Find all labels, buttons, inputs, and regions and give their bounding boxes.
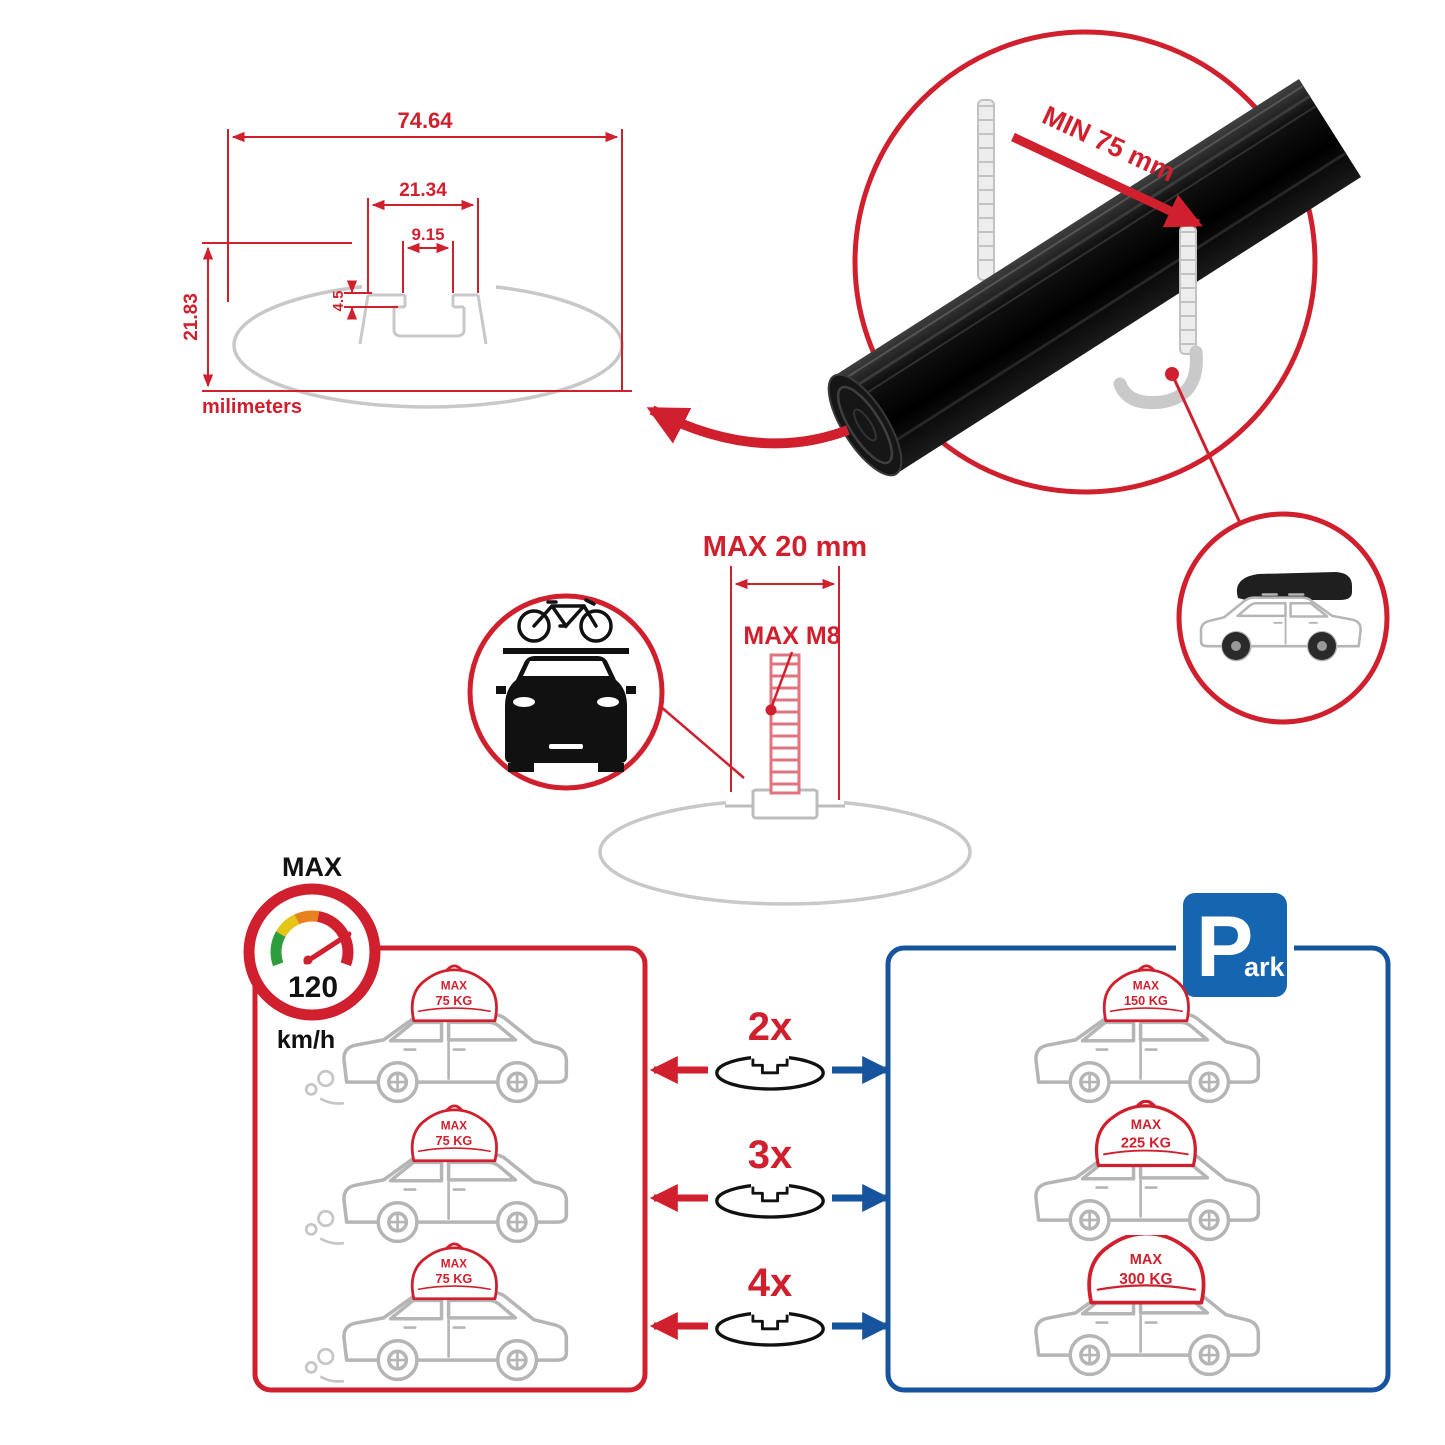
parking-sign-rest: ark [1244,952,1286,982]
exhaust-puffs-icon [304,1209,345,1245]
suv-wheels-dark [1222,632,1336,660]
ubolt-right-post-icon [1113,225,1203,410]
dim-width-label: 74.64 [397,108,453,133]
crossbar-count-icon [715,1306,825,1347]
exhaust-puffs-icon [304,1069,345,1105]
bag-load-label: 150 KG [1124,993,1168,1008]
parked-car-row-2: MAX 225 KG [1034,1100,1261,1242]
speed-limit-badge: MAX 120 km/h [243,852,381,1054]
dim-height-label: 21.83 [181,293,202,341]
crossbar-endcap [827,373,903,477]
crossbar-icon [827,79,1361,477]
bag-max-label: MAX [1131,1117,1161,1132]
bag-load-label: 225 KG [1121,1135,1171,1151]
crossbar-count-icon [715,1178,825,1219]
ubolt-hook-icon [1113,345,1203,410]
exhaust-puffs-icon [304,1347,345,1383]
bike-icon [517,598,613,643]
parking-sign-p: P [1196,899,1253,995]
speedometer-icon [243,883,381,1021]
bag-load-label: 75 KG [436,1133,473,1148]
dimension-lines [202,129,632,392]
zoom-circle [852,29,1318,495]
car-front-icon [496,648,636,772]
roofbox-suv-detail [1176,511,1390,725]
multiplier-label: 2x [748,1005,793,1049]
gauge-pivot [303,955,313,965]
ubolt-left-post-icon [977,99,995,281]
bolt-connector-line [659,705,745,779]
bike-car-detail [467,593,665,791]
speed-max-label: MAX [282,852,342,882]
min-clearance-label: MIN 75 mm [1038,100,1180,187]
bag-max-label: MAX [441,978,467,992]
bag-max-label: MAX [441,1118,467,1132]
bolt-dim-lines [730,566,840,800]
dim-lip-label: 4.5 [330,291,347,312]
driving-car-row-3: MAX 75 KG [304,1242,569,1383]
multiplier-row-2: 3x [649,1133,891,1219]
bag-load-label: 75 KG [436,1271,473,1286]
gauge-needle [303,931,352,965]
profile-pointer-arrow-icon [646,405,850,449]
driving-car-row-2: MAX 75 KG [304,1104,569,1245]
max-width-label: MAX 20 mm [703,531,867,563]
bolt-dimension-diagram: MAX 20 mm MAX M8 [467,531,972,906]
max-thread-label: MAX M8 [743,622,840,650]
suv-connector-line [1170,373,1242,524]
min-clearance-arrow-icon [1011,132,1203,229]
driving-car-row-1: MAX 75 KG [304,964,569,1105]
bag-load-label: 300 KG [1119,1271,1172,1288]
dim-slot-label: 9.15 [411,225,444,244]
bag-load-label: 75 KG [436,993,473,1008]
bag-max-label: MAX [1133,978,1159,992]
bag-max-label: MAX [441,1256,467,1270]
multiplier-label: 4x [748,1261,793,1305]
unit-label: milimeters [202,396,302,418]
parked-car-row-1: MAX 150 KG [1034,964,1261,1104]
speed-value-label: 120 [288,971,338,1004]
profile-dimension-diagram: 74.64 21.34 9.15 4.5 21.83 milimeters [181,108,632,418]
multiplier-row-3: 4x [649,1261,891,1347]
parked-car-row-3: MAX 300 KG [1034,1228,1261,1377]
multiplier-row-1: 2x [649,1005,891,1091]
profile-tslot [358,293,488,345]
gauge-arcs [270,910,354,967]
bag-max-label: MAX [1130,1252,1163,1268]
dim-plateau-label: 21.34 [399,180,447,201]
roofbox-icon [1236,572,1352,600]
bolt-shaft-icon [769,653,801,795]
crossbar-count-icon [715,1050,825,1091]
multiplier-label: 3x [748,1133,793,1177]
parking-sign: P ark [1176,886,1294,1004]
thread-pointer-dot [765,704,777,716]
clamp-zoom-detail: MIN 75 mm [827,29,1361,495]
thread-leader-line [770,651,794,707]
speed-unit-label: km/h [277,1026,335,1054]
